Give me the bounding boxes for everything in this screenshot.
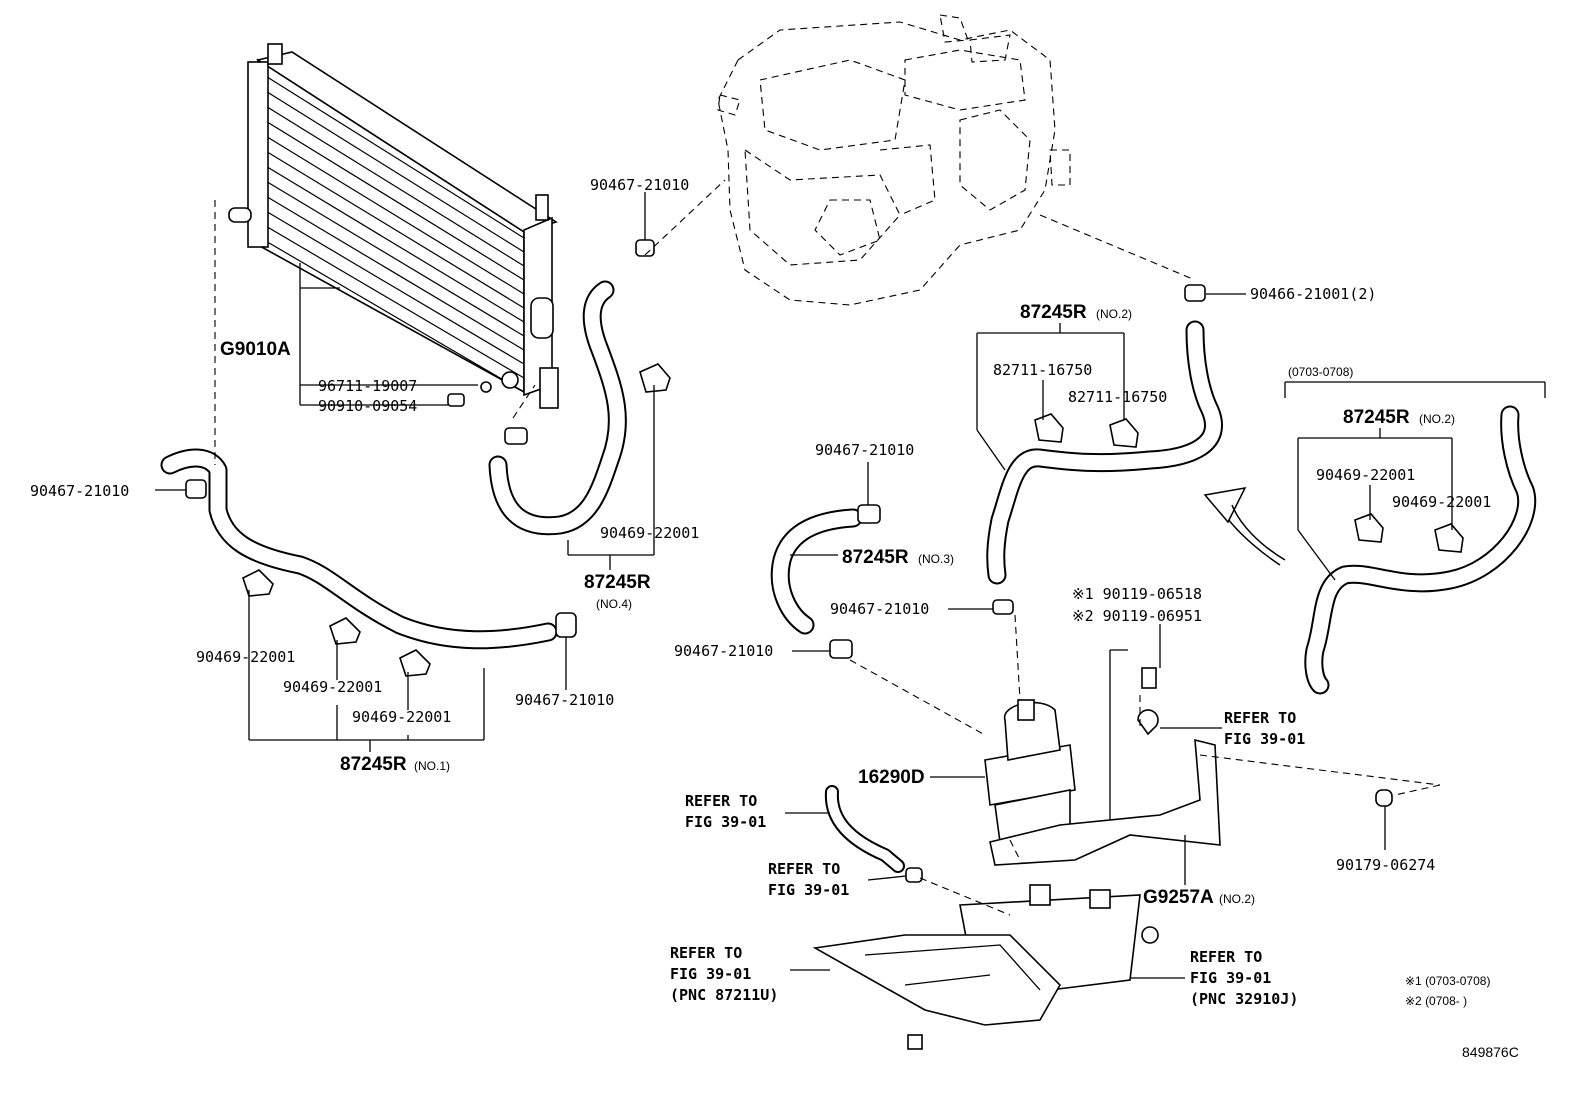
label-refer-e: REFER TO [1190,948,1262,966]
clamp-parts [185,239,1464,883]
label-pnc-a: (PNC 87211U) [670,986,778,1004]
label-clamp-g: 82711-16750 [993,361,1092,379]
label-fig-b: FIG 39-01 [685,813,766,831]
part-labels: G9010A 96711-19007 90910-09054 90467-210… [30,176,1519,1060]
direction-arrow [1203,487,1286,566]
label-clamp-b: 90469-22001 [196,648,295,666]
dashed-guides [214,179,1441,916]
label-note-1: ※1 (0703-0708) [1405,974,1490,988]
label-clamp-f: 90469-22001 [1392,493,1491,511]
label-hose-no2-alt: 87245R [1343,407,1410,428]
leader-lines [155,192,1546,979]
label-clip-top: 90467-21010 [590,176,689,194]
label-fig-a: FIG 39-01 [1224,730,1305,748]
inverter-unit-illustration [717,14,1071,306]
label-bracket-pump: G9257A [1143,887,1214,908]
label-clip-left: 90467-21010 [30,482,129,500]
label-hose-no2: 87245R [1020,302,1087,323]
label-pump: 16290D [858,767,925,788]
label-clip-mid-lower: 90467-21010 [674,642,773,660]
label-bracket-right: 90466-21001(2) [1250,285,1376,303]
label-clamp-c: 90469-22001 [283,678,382,696]
pump-bracket-illustration [989,738,1221,866]
label-bolt-1: ※1 90119-06518 [1072,585,1202,603]
air-duct-illustration [812,934,1061,1050]
hose-small [824,785,905,873]
label-hose-no4-sub: (NO.4) [596,597,632,611]
radiator-illustration [228,43,559,409]
label-clip-mid-upper: 90467-21010 [815,441,914,459]
hose-no1 [160,448,558,650]
label-refer-a: REFER TO [1224,709,1296,727]
label-hose-no2-sub: (NO.2) [1096,307,1132,321]
hose-no2-alt [1304,405,1537,695]
label-hose-no3-sub: (NO.3) [918,552,954,566]
label-nut: 90179-06274 [1336,856,1435,874]
label-note-2: ※2 (0708- ) [1405,994,1467,1008]
label-refer-d: REFER TO [670,944,742,962]
label-fig-c: FIG 39-01 [768,881,849,899]
label-hose-no1-sub: (NO.1) [414,759,450,773]
label-clamp-h: 82711-16750 [1068,388,1167,406]
label-clamp-e: 90469-22001 [1316,466,1415,484]
label-bolt-2: ※2 90119-06951 [1072,607,1202,625]
label-clip-bottom-left: 90467-21010 [515,691,614,709]
label-pnc-b: (PNC 32910J) [1190,990,1298,1008]
label-radiator: G9010A [220,339,291,360]
hose-no4 [488,280,627,536]
label-hose-no1: 87245R [340,754,407,775]
label-bracket-pump-sub: (NO.2) [1219,892,1255,906]
label-clamp-a: 90469-22001 [600,524,699,542]
label-radiator-part-a: 96711-19007 [318,377,417,395]
label-hose-no4: 87245R [584,572,651,593]
label-figure-code: 849876C [1462,1044,1519,1060]
hose-no3 [770,508,863,635]
label-fig-e: FIG 39-01 [1190,969,1271,987]
label-hose-no2-alt-sub: (NO.2) [1419,412,1455,426]
label-refer-b: REFER TO [685,792,757,810]
label-clamp-d: 90469-22001 [352,708,451,726]
hose-no2 [986,320,1223,585]
label-clip-mid: 90467-21010 [830,600,929,618]
label-range-box: (0703-0708) [1288,365,1353,379]
label-fig-d: FIG 39-01 [670,965,751,983]
label-hose-no3: 87245R [842,547,909,568]
label-refer-c: REFER TO [768,860,840,878]
water-pump-illustration [984,699,1076,843]
label-radiator-part-b: 90910-09054 [318,397,417,415]
